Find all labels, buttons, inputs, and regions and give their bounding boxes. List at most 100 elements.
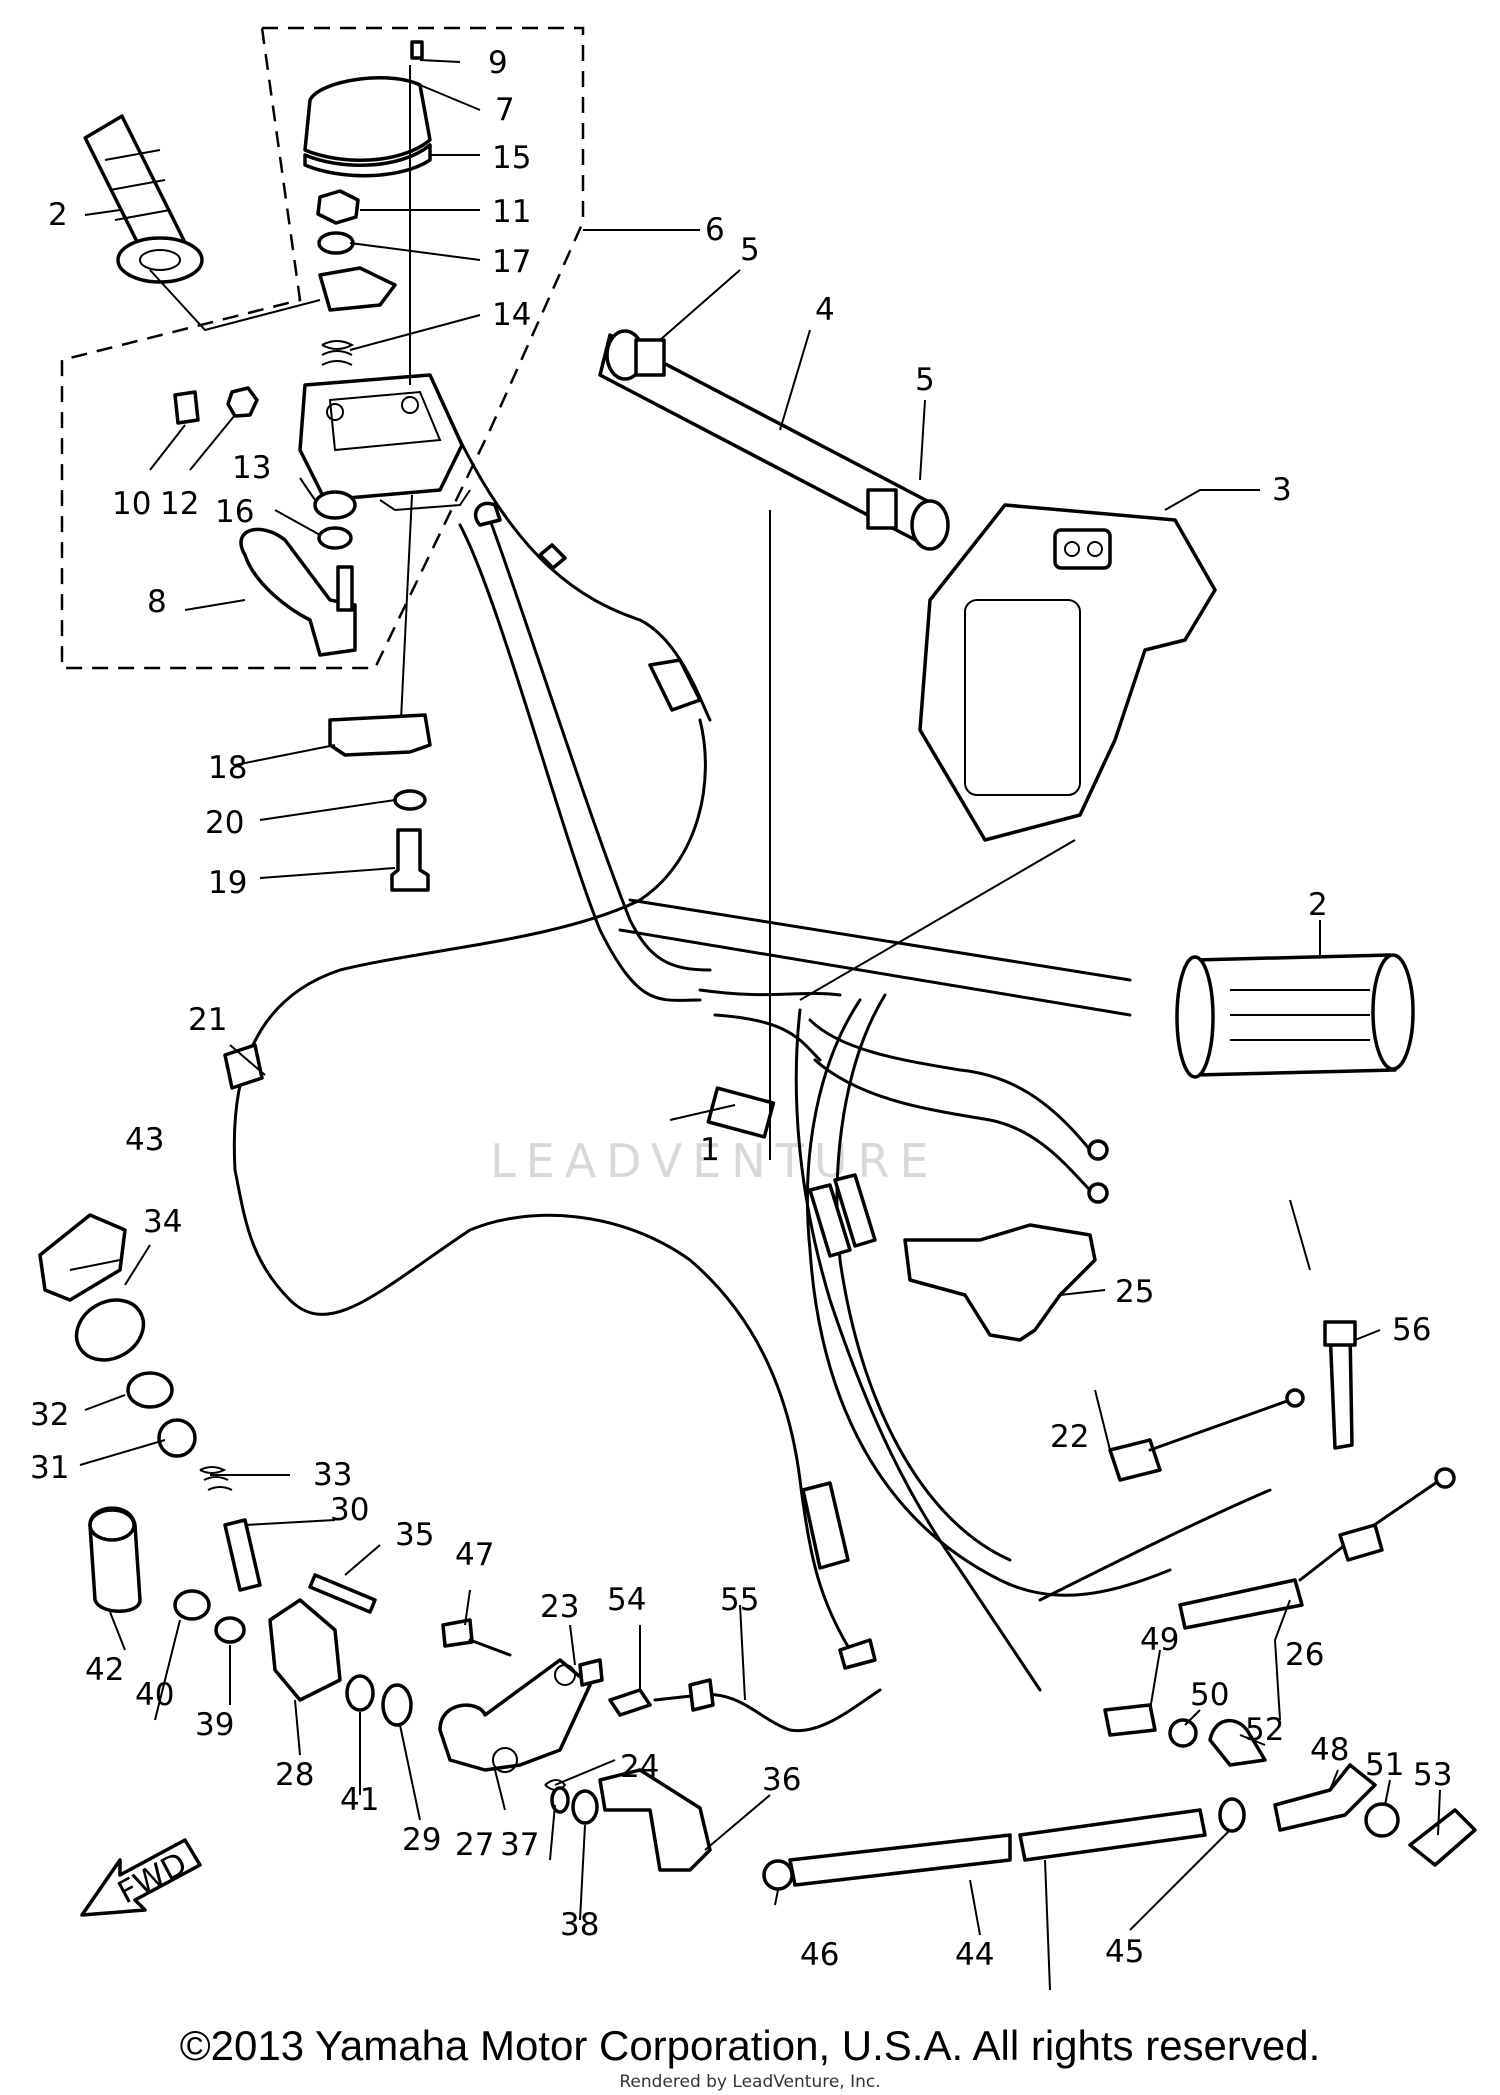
cover-7 (303, 76, 432, 162)
linkage-parts (438, 1618, 1012, 1891)
nut-45 (1218, 1797, 1246, 1833)
callout-30: 30 (330, 1492, 369, 1528)
lever-48 (1273, 1763, 1377, 1832)
callout-31: 31 (30, 1450, 69, 1486)
bolt-49 (1103, 1703, 1157, 1737)
nut-32 (126, 1371, 174, 1409)
body-28 (268, 1598, 342, 1702)
callout-51: 51 (1365, 1747, 1404, 1783)
nut-40 (173, 1589, 211, 1621)
rod-44 (788, 1833, 1012, 1887)
callout-33: 33 (313, 1457, 352, 1493)
clip-24 (544, 1779, 567, 1791)
carb-parts (38, 1213, 413, 1727)
oring-29 (381, 1683, 413, 1727)
arm-36 (598, 1768, 712, 1872)
callout-11: 11 (492, 194, 531, 230)
boot-34 (74, 1298, 146, 1362)
copyright-text: ©2013 Yamaha Motor Corporation, U.S.A. A… (179, 2022, 1321, 2069)
throttle-lever-8 (239, 527, 357, 657)
bar-pad-strap-right (866, 488, 898, 530)
screw-10 (173, 390, 200, 425)
clamp-18 (328, 713, 432, 757)
callout-14: 14 (492, 297, 531, 333)
callout-54: 54 (607, 1582, 646, 1618)
callout-18: 18 (208, 750, 247, 786)
callout-23: 23 (540, 1589, 579, 1625)
callout-42: 42 (85, 1652, 124, 1688)
callout-44: 44 (955, 1937, 994, 1973)
nut-12 (226, 386, 259, 418)
sensor-54 (608, 1688, 652, 1717)
screw-9 (410, 40, 424, 60)
nut-11 (316, 189, 360, 225)
handlebar-cover (918, 503, 1217, 842)
washer-50 (1168, 1718, 1198, 1748)
throttle-housing (298, 373, 464, 502)
callout-1: 1 (700, 1132, 720, 1168)
nut-51 (1364, 1802, 1400, 1838)
washer-41 (345, 1674, 375, 1712)
spring-33 (199, 1466, 233, 1491)
bar-pad-strap-left (634, 338, 666, 377)
callout-26: 26 (1285, 1637, 1324, 1673)
washer-38 (571, 1789, 599, 1825)
callout-37: 37 (500, 1827, 539, 1863)
callout-20: 20 (205, 805, 244, 841)
bar-pad (598, 329, 950, 551)
callout-5: 5 (740, 232, 760, 268)
callout-41: 41 (340, 1782, 379, 1818)
fwd-label: FWD (112, 1845, 193, 1911)
callout-4: 4 (815, 292, 835, 328)
callout-28: 28 (275, 1757, 314, 1793)
cable-tie-56 (1328, 1328, 1354, 1450)
nut-46 (762, 1859, 794, 1891)
callout-21: 21 (188, 1002, 227, 1038)
nut-31 (157, 1418, 197, 1458)
callout-5b: 5 (915, 362, 935, 398)
callout-25: 25 (1115, 1274, 1154, 1310)
throttle-housing-parts (173, 40, 464, 657)
pin-30 (223, 1518, 262, 1592)
brake-cables (794, 993, 1456, 1692)
callout-56: 56 (1392, 1312, 1431, 1348)
rendered-by-text: Rendered by LeadVenture, Inc. (619, 2072, 881, 2092)
callout-34: 34 (143, 1204, 182, 1240)
callout-numbers: 1 2 2 3 4 5 5 6 7 8 9 10 11 12 13 14 15 … (30, 45, 1452, 1973)
callout-3: 3 (1272, 472, 1292, 508)
callout-52: 52 (1245, 1712, 1284, 1748)
throttle-cable (223, 438, 877, 1670)
cable-22-adjuster (1108, 1438, 1162, 1482)
bolt-47 (441, 1618, 474, 1648)
callout-12: 12 (160, 486, 199, 522)
callout-49: 49 (1140, 1622, 1179, 1658)
callout-38: 38 (560, 1907, 599, 1943)
callout-6: 6 (705, 212, 725, 248)
callout-47: 47 (455, 1537, 494, 1573)
callout-27: 27 (455, 1827, 494, 1863)
callout-36: 36 (762, 1762, 801, 1798)
callout-13: 13 (232, 450, 271, 486)
callout-32: 32 (30, 1397, 69, 1433)
callout-50: 50 (1190, 1677, 1229, 1713)
cover-leader (799, 839, 1076, 1001)
washer-13 (313, 490, 357, 520)
callout-17: 17 (492, 244, 531, 280)
washer-37 (550, 1786, 570, 1814)
pin-35 (308, 1573, 377, 1614)
callout-55: 55 (720, 1582, 759, 1618)
handlebar-clamp-mark (706, 1086, 776, 1139)
callout-29: 29 (402, 1822, 441, 1858)
cap-43 (38, 1213, 127, 1302)
callout-22: 22 (1050, 1419, 1089, 1455)
part-53 (1408, 1808, 1477, 1867)
callout-53: 53 (1413, 1757, 1452, 1793)
grip-leader (149, 269, 321, 332)
assembly-axis-lower (399, 494, 413, 741)
clip-23 (578, 1658, 604, 1687)
handlebar (458, 501, 1132, 1139)
callout-35: 35 (395, 1517, 434, 1553)
callout-19: 19 (208, 865, 247, 901)
callout-10: 10 (112, 486, 151, 522)
